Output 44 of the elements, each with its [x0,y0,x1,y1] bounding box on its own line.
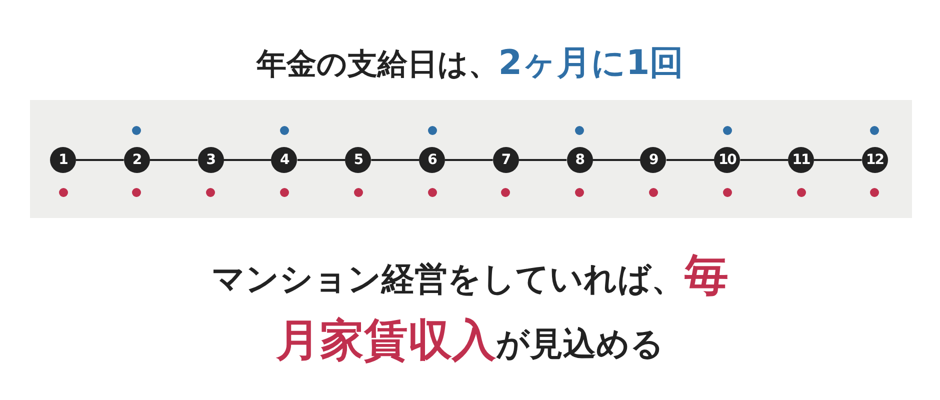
payment-dot [132,188,142,196]
payment-dot [132,126,142,134]
timeline-line [150,159,198,161]
month-circle: 10 [714,147,740,173]
timeline-line [224,159,272,161]
month-circle: 3 [198,147,224,173]
title-text: 年金の支給日は、2ヶ月に1回 [255,42,685,85]
payment-dot [501,188,510,196]
payment-dot [280,188,289,196]
timeline-line [445,159,493,161]
payment-dot [428,126,436,134]
timeline-line [76,159,124,161]
month-circle: 4 [271,147,298,173]
month-circle: 1 [50,147,76,173]
timeline-line [518,159,567,161]
payment-dot [354,188,363,196]
timeline-line [814,159,862,161]
month-circle: 9 [640,147,666,173]
month-circle: 5 [345,147,372,173]
month-circle: 11 [788,147,814,173]
payment-dot [575,126,584,134]
payment-dot [575,188,584,196]
payment-dot [722,126,732,134]
payment-dot [648,188,658,196]
month-circle: 2 [124,147,150,173]
timeline-line [666,159,714,161]
timeline-line [297,159,346,161]
month-circle: 12 [862,147,888,173]
payment-dot [870,188,880,196]
month-circle: 8 [566,147,593,173]
payment-dot [280,126,289,134]
caption-text: マンション経営をしていれば、毎月家賃収入が見込める [210,249,730,368]
timeline-band [30,100,912,218]
payment-dot [796,188,806,196]
month-circle: 7 [492,147,519,173]
payment-dot [722,188,732,196]
timeline-line [371,159,419,161]
payment-dot [428,188,436,196]
month-circle: 6 [419,147,445,173]
payment-dot [870,126,880,134]
timeline-line [592,159,640,161]
timeline-line [740,159,788,161]
payment-dot [58,188,68,196]
payment-dot [206,188,216,196]
